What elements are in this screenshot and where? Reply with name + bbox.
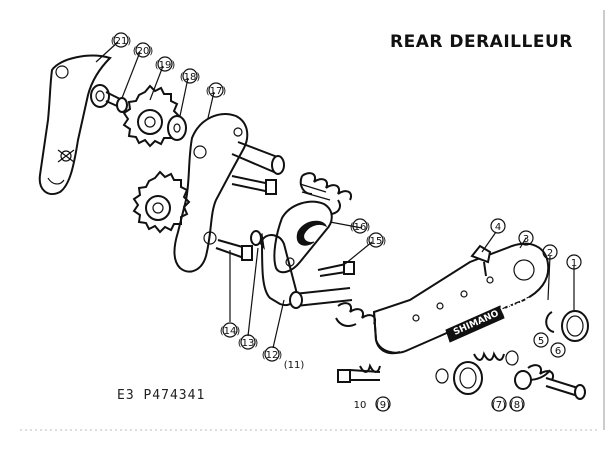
svg-text:5: 5	[538, 336, 544, 347]
svg-text:(19): (19)	[155, 60, 176, 71]
svg-text:10: 10	[354, 400, 367, 411]
svg-text:2: 2	[547, 248, 553, 259]
callout-3: 3	[518, 230, 534, 246]
callout-11: (11)	[284, 360, 305, 371]
callout-1: 1	[566, 254, 582, 270]
svg-text:(7): (7)	[492, 400, 506, 411]
callout-2: 2	[542, 244, 558, 260]
callout-14: (14)	[220, 322, 241, 338]
svg-text:(18): (18)	[180, 72, 201, 83]
svg-text:(9): (9)	[376, 400, 390, 411]
svg-text:(21): (21)	[111, 36, 132, 47]
svg-text:(8): (8)	[510, 400, 524, 411]
cage-tension-spring	[299, 172, 352, 215]
stop-screw-spring	[435, 350, 519, 384]
callout-15: (15)	[366, 232, 387, 248]
inner-cage-plate	[173, 113, 249, 273]
outer-cage-plate	[38, 54, 112, 195]
callout-16: (16)	[350, 218, 371, 234]
callout-12: (12)	[262, 346, 283, 362]
adjusting-screw	[317, 261, 355, 277]
cage-brand-text: SHIMANO EAGLE	[452, 294, 533, 337]
svg-text:(15): (15)	[366, 236, 387, 247]
guide-pulley-upper	[122, 84, 181, 148]
callout-18: (18)	[180, 68, 201, 84]
svg-text:(13): (13)	[238, 338, 259, 349]
pulley-bolt-lower	[215, 239, 253, 261]
callout-20: (20)	[133, 42, 154, 58]
svg-text:4: 4	[495, 222, 501, 233]
link-plate	[250, 230, 298, 306]
circlip	[545, 311, 555, 333]
svg-text:(11): (11)	[284, 360, 305, 371]
pulley-cage-cover	[273, 200, 333, 274]
callout-9: (9)	[375, 396, 391, 412]
callout-7: (7)	[491, 396, 507, 412]
derailleur-body: SHIMANO EAGLE	[372, 242, 550, 355]
callout-21: (21)	[111, 32, 132, 48]
cable-adjuster-bolt	[470, 244, 492, 277]
svg-text:(16): (16)	[350, 222, 371, 233]
callout-8: (8)	[509, 396, 525, 412]
stop-screw	[337, 363, 381, 383]
callout-4: 4	[490, 218, 506, 234]
mounting-bolt	[545, 377, 586, 400]
pulley-bushing	[90, 84, 128, 113]
callout-19: (19)	[155, 56, 176, 72]
pulley-washer	[167, 115, 187, 141]
callout-6: 6	[550, 342, 566, 358]
leader-lines	[95, 41, 575, 349]
callouts: (21) (20) (19) (18) (17) (16) (15) (14) …	[111, 32, 582, 412]
mounting-bolt-cap	[561, 310, 589, 342]
svg-text:(17): (17)	[206, 86, 227, 97]
callout-10: 10	[354, 400, 367, 411]
callout-17: (17)	[206, 82, 227, 98]
callout-13: (13)	[238, 334, 259, 350]
callout-5: 5	[533, 332, 549, 348]
cage-pivot-axle	[231, 141, 285, 175]
svg-text:6: 6	[555, 346, 561, 357]
catalog-code: E3 P474341	[117, 388, 206, 403]
svg-text:1: 1	[571, 258, 577, 269]
pulley-bolt-upper	[231, 175, 277, 195]
tension-pulley-lower	[132, 170, 191, 234]
svg-text:(20): (20)	[133, 46, 154, 57]
main-pivot-shaft	[289, 287, 376, 327]
svg-text:(14): (14)	[220, 326, 241, 337]
diagram-title: REAR DERAILLEUR	[390, 32, 573, 52]
adjusting-knob	[453, 361, 532, 395]
svg-text:(12): (12)	[262, 350, 283, 361]
svg-text:3: 3	[523, 234, 529, 245]
